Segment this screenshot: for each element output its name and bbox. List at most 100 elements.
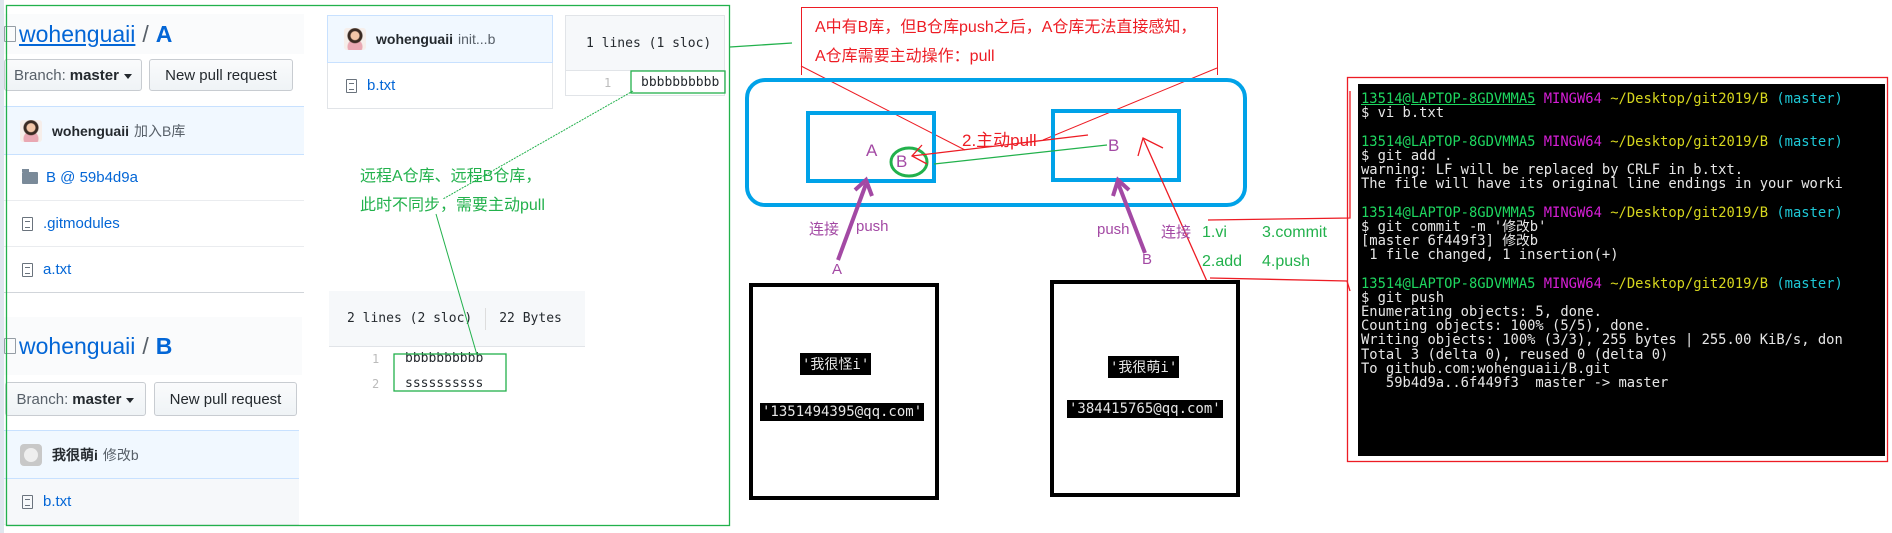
file-row[interactable]: b.txt <box>4 479 299 525</box>
terminal-output: [master 6f449f3] 修改b <box>1361 233 1539 250</box>
prompt-path: ~/Desktop/git2019/B <box>1610 133 1769 150</box>
client-b-label: B <box>1142 251 1153 268</box>
red-pointer-line <box>1042 67 1218 141</box>
pull-label: 2.主动pull <box>962 131 1037 150</box>
red-bracket <box>1207 91 1351 221</box>
prompt-branch: (master) <box>1776 275 1843 292</box>
repo-b-new-pull-request-button[interactable]: New pull request <box>154 382 297 416</box>
terminal-output: 59b4d9a..6f449f3 master -> master <box>1361 375 1669 392</box>
terminal-output: Counting objects: 100% (5/5), done. <box>1361 318 1652 335</box>
caret-down-icon <box>126 397 135 403</box>
submodule-b-label: B <box>896 152 908 171</box>
left-edge-bar <box>0 0 4 533</box>
file-link[interactable]: a.txt <box>43 261 72 278</box>
red-pointer-line <box>800 65 966 151</box>
terminal-output: To github.com:wohenguaii/B.git <box>1361 360 1611 377</box>
file-row[interactable]: a.txt <box>4 247 304 293</box>
step-4-label: 4.push <box>1262 253 1311 270</box>
prompt-system: MINGW64 <box>1543 204 1602 221</box>
terminal-output: 1 file changed, 1 insertion(+) <box>1361 247 1619 264</box>
commit-author[interactable]: wohenguaii <box>376 31 453 47</box>
red-note-box <box>801 7 1218 75</box>
prompt-user: 13514@LAPTOP-8GDVMMA5 <box>1361 133 1536 150</box>
code-line: bbbbbbbbbb <box>641 75 720 90</box>
blob-divider <box>485 307 487 330</box>
submodule-latest-commit: wohenguaii init...b <box>327 15 553 63</box>
prompt-system: MINGW64 <box>1543 133 1602 150</box>
red-push-arrow-head <box>1137 137 1164 157</box>
file-link[interactable]: b.txt <box>43 493 72 510</box>
commit-author[interactable]: 我很萌i <box>52 446 98 463</box>
commit-message[interactable]: 修改b <box>102 446 139 463</box>
new-pr-label: New pull request <box>169 390 282 408</box>
repo-a-name-link[interactable]: A <box>155 20 173 47</box>
push-arrow-b-head <box>1111 176 1131 197</box>
push-arrow-b-line <box>1116 182 1147 254</box>
green-note-line: 此时不同步，需要主动pull <box>360 197 545 214</box>
file-link[interactable]: .gitmodules <box>43 215 120 232</box>
new-pr-label: New pull request <box>165 66 277 84</box>
repo-icon <box>4 338 16 354</box>
remote-repo-a-label: A <box>866 141 878 160</box>
repo-separator: / <box>142 20 149 47</box>
pull-arrow-head <box>910 144 928 165</box>
prompt-user: 13514@LAPTOP-8GDVMMA5 <box>1361 91 1536 107</box>
prompt-path: ~/Desktop/git2019/B <box>1610 204 1769 221</box>
branch-label: Branch: <box>16 390 69 408</box>
prompt-user: 13514@LAPTOP-8GDVMMA5 <box>1361 204 1536 221</box>
git-bash-terminal[interactable]: 13514@LAPTOP-8GDVMMA5 MINGW64 ~/Desktop/… <box>1358 84 1885 456</box>
repo-separator: / <box>142 332 149 359</box>
repo-b-name-link[interactable]: B <box>155 332 173 359</box>
push-label-b: push <box>1097 221 1130 238</box>
branch-value: master <box>72 390 122 408</box>
connect-label-b: 连接 <box>1161 224 1192 241</box>
branch-label: Branch: <box>14 66 66 84</box>
file-row[interactable]: .gitmodules <box>4 201 304 247</box>
folder-icon <box>22 168 38 184</box>
file-row[interactable]: B @ 59b4d9a <box>4 155 304 201</box>
terminal-command: $ git push <box>1361 289 1445 306</box>
repo-b-owner-link[interactable]: wohenguaii <box>19 332 136 359</box>
commit-message[interactable]: 加入B库 <box>134 122 186 139</box>
prompt-system: MINGW64 <box>1543 91 1602 107</box>
prompt-system: MINGW64 <box>1543 275 1602 292</box>
prompt-branch: (master) <box>1776 91 1843 107</box>
client-a-email: '1351494395@qq.com' <box>760 403 925 421</box>
file-icon <box>22 262 33 277</box>
client-a-username: '我很怪i' <box>800 353 872 375</box>
line-number: 1 <box>604 76 612 90</box>
repo-b-latest-commit: 我很萌i 修改b <box>4 430 299 479</box>
commit-message[interactable]: init...b <box>458 31 496 47</box>
caret-down-icon <box>123 73 132 79</box>
green-frame-connector <box>729 42 793 48</box>
prompt-branch: (master) <box>1776 204 1843 221</box>
terminal-output: The file will have its original line end… <box>1361 176 1843 193</box>
branch-value: master <box>69 66 119 84</box>
terminal-command: $ vi b.txt <box>1361 105 1445 122</box>
file-link[interactable]: B @ 59b4d9a <box>46 169 138 186</box>
red-note: A中有B库，但B仓库push之后，A仓库无法直接感知， A仓库需要主动操作：pu… <box>815 13 1196 71</box>
green-note: 远程A仓库、远程B仓库， 此时不同步，需要主动pull <box>360 162 545 220</box>
client-a-label: A <box>832 261 843 278</box>
repo-a-new-pull-request-button[interactable]: New pull request <box>149 59 293 91</box>
client-b-email: '384415765@qq.com' <box>1067 400 1223 418</box>
terminal-output: warning: LF will be replaced by CRLF in … <box>1361 162 1744 179</box>
repo-b-branch-select[interactable]: Branch: master <box>5 382 146 416</box>
prompt-branch: (master) <box>1776 133 1843 150</box>
local-client-a-box: '我很怪i' '1351494395@qq.com' <box>749 283 939 500</box>
repo-a-owner-link[interactable]: wohenguaii <box>19 20 136 47</box>
file-row[interactable]: b.txt <box>327 63 553 109</box>
terminal-output: Total 3 (delta 0), reused 0 (delta 0) <box>1361 346 1669 363</box>
terminal-output: Enumerating objects: 5, done. <box>1361 304 1602 321</box>
terminal-command: $ git commit -m '修改b' <box>1361 218 1547 235</box>
file-link[interactable]: b.txt <box>367 77 396 94</box>
step-3-label: 3.commit <box>1262 224 1327 241</box>
avatar <box>20 119 42 142</box>
prompt-path: ~/Desktop/git2019/B <box>1610 91 1769 107</box>
step-2-label: 2.add <box>1202 253 1243 270</box>
file-icon <box>346 78 357 93</box>
repo-b-blob-header: 2 lines (2 sloc) 22 Bytes <box>329 291 585 347</box>
commit-author[interactable]: wohenguaii <box>52 122 129 139</box>
repo-a-branch-select[interactable]: Branch: master <box>4 59 142 91</box>
github-avatar-icon <box>20 443 42 466</box>
